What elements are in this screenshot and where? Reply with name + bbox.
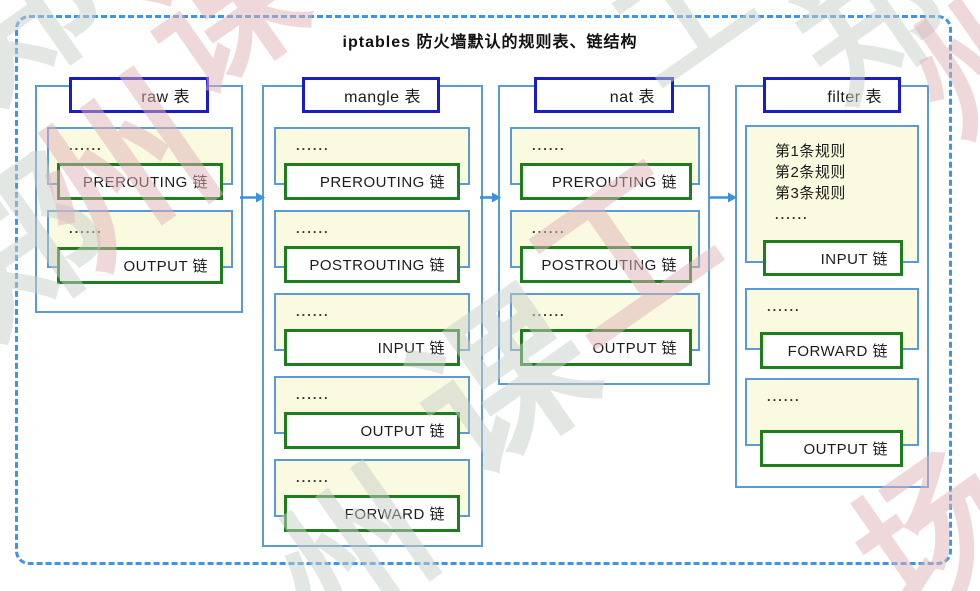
chain-box-filter-output: OUTPUT 链: [760, 430, 903, 467]
dots-label: ......: [532, 138, 566, 153]
dots-label: ......: [767, 299, 801, 314]
table-title-nat: nat 表: [534, 77, 674, 113]
dots-label: ......: [296, 138, 330, 153]
rule-line-1: 第1条规则: [775, 143, 846, 160]
chain-box-nat-output: OUTPUT 链: [520, 329, 692, 366]
dots-label: ......: [532, 304, 566, 319]
flow-arrow-mangle-to-nat: [480, 190, 502, 205]
chain-box-mangle-postrouting: POSTROUTING 链: [284, 246, 460, 283]
dots-label: ......: [69, 221, 103, 236]
chain-box-nat-prerouting: PREROUTING 链: [520, 163, 692, 200]
chain-box-mangle-forward: FORWARD 链: [284, 495, 460, 532]
chain-box-raw-prerouting: PREROUTING 链: [57, 163, 223, 200]
dots-label: ......: [69, 138, 103, 153]
chain-box-nat-postrouting: POSTROUTING 链: [520, 246, 692, 283]
flow-arrow-nat-to-filter: [709, 190, 738, 205]
dots-label: ......: [532, 221, 566, 236]
flow-arrow-raw-to-mangle: [240, 190, 266, 205]
dots-label: ......: [767, 389, 801, 404]
dashed-border-frame: [15, 15, 952, 565]
dots-label: ......: [775, 207, 809, 222]
table-title-filter: filter 表: [763, 77, 901, 113]
rule-line-2: 第2条规则: [775, 164, 846, 181]
chain-box-filter-forward: FORWARD 链: [760, 332, 903, 369]
rule-line-3: 第3条规则: [775, 185, 846, 202]
diagram-title: iptables 防火墙默认的规则表、链结构: [342, 34, 638, 51]
chain-box-mangle-output: OUTPUT 链: [284, 412, 460, 449]
chain-box-raw-output: OUTPUT 链: [57, 247, 223, 284]
dots-label: ......: [296, 387, 330, 402]
chain-box-mangle-prerouting: PREROUTING 链: [284, 163, 460, 200]
chain-box-filter-input: INPUT 链: [763, 240, 903, 276]
dots-label: ......: [296, 221, 330, 236]
chain-box-mangle-input: INPUT 链: [284, 329, 460, 366]
table-title-raw: raw 表: [69, 77, 209, 113]
dots-label: ......: [296, 470, 330, 485]
dots-label: ......: [296, 304, 330, 319]
table-title-mangle: mangle 表: [302, 77, 440, 113]
